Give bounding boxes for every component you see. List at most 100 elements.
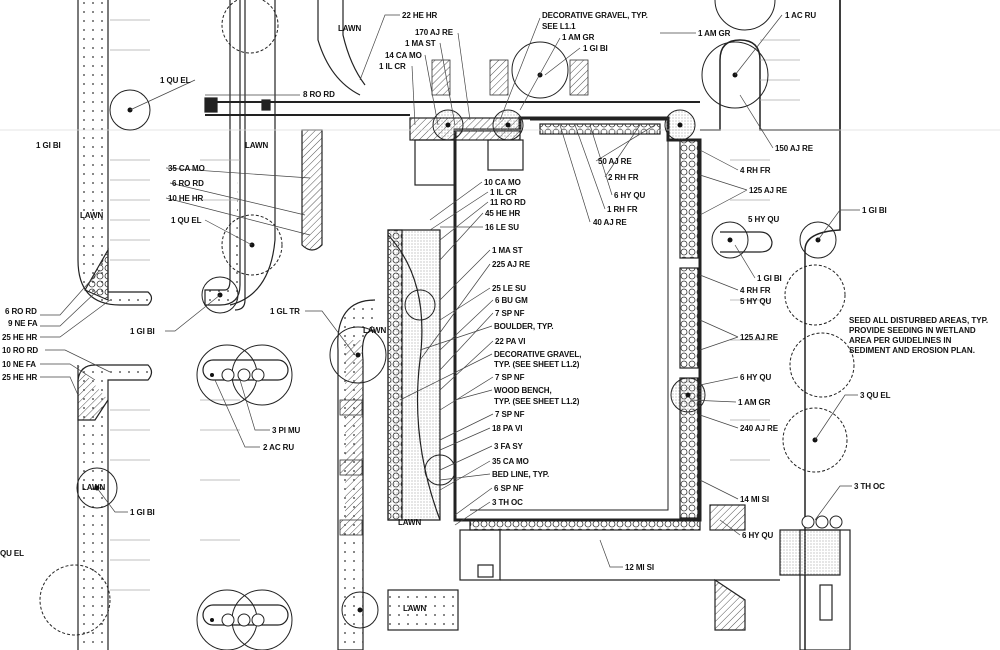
- tree-canopy: [701, 41, 769, 109]
- plant-label: 1 AM GR: [698, 29, 731, 38]
- plant-label: 1 RH FR: [607, 205, 638, 214]
- seed-note-line: SEED ALL DISTURBED AREAS, TYP.: [849, 316, 989, 325]
- plant-label: 3 QU EL: [860, 391, 891, 400]
- plant-label: 18 PA VI: [492, 424, 523, 433]
- tree-canopy: [799, 221, 837, 259]
- plant-label: 35 CA MO: [492, 457, 529, 466]
- plant-label: 7 SP NF: [495, 373, 525, 382]
- plant-label: 1 GI BI: [36, 141, 61, 150]
- plant-label: 2 AC RU: [263, 443, 295, 452]
- plant-label: 10 CA MO: [484, 178, 521, 187]
- tree-canopy: [424, 454, 456, 486]
- tree-canopy: [201, 276, 239, 314]
- plant-label: 225 AJ RE: [492, 260, 530, 269]
- tree-canopy: [784, 264, 846, 326]
- plant-label: 3 PI MU: [272, 426, 301, 435]
- callout-label: DECORATIVE GRAVEL,: [494, 350, 582, 359]
- tree-canopy: [511, 41, 569, 99]
- plant-label: 1 MA ST: [492, 246, 523, 255]
- callout-label: BED LINE, TYP.: [492, 470, 550, 479]
- plant-label: 7 SP NF: [495, 309, 525, 318]
- plant-label: 1 GL TR: [270, 307, 300, 316]
- tree-canopy: [221, 214, 283, 276]
- lawn-label: LAWN: [80, 211, 104, 220]
- plant-label: 45 HE HR: [485, 209, 521, 218]
- plant-label: 1 IL CR: [490, 188, 517, 197]
- tree-canopy: [341, 591, 379, 629]
- plant-label: 1 IL CR: [379, 62, 406, 71]
- tree-canopy: [404, 289, 436, 321]
- tree-canopy: [76, 467, 118, 509]
- tree-canopy: [711, 221, 749, 259]
- plant-label: 3 TH OC: [854, 482, 885, 491]
- tree-canopy: [782, 407, 848, 473]
- lawn-label: LAWN: [398, 518, 422, 527]
- lawn-label: LAWN: [245, 141, 269, 150]
- plant-label: 10 RO RD: [2, 346, 39, 355]
- plant-label: 25 HE HR: [2, 333, 38, 342]
- plant-label: 1 AM GR: [562, 33, 595, 42]
- lawn-label: LAWN: [363, 326, 387, 335]
- plant-label: 8 RO RD: [303, 90, 335, 99]
- lawn-island: [317, 0, 361, 96]
- plant-label: 1 GI BI: [862, 206, 887, 215]
- lawn-island: [205, 0, 245, 305]
- plant-label: 1 GI BI: [757, 274, 782, 283]
- plant-label: 11 RO RD: [490, 198, 526, 207]
- plant-label: 25 HE HR: [2, 373, 38, 382]
- seed-note-line: AREA PER GUIDELINES IN: [849, 336, 952, 345]
- plant-label: 22 HE HR: [402, 11, 438, 20]
- tree-canopy: [329, 326, 387, 384]
- plant-label: 12 MI SI: [625, 563, 654, 572]
- plant-label: QU EL: [0, 549, 24, 558]
- callout-label: TYP. (SEE SHEET L1.2): [494, 360, 580, 369]
- planting-bed: [679, 267, 699, 369]
- callout-label: DECORATIVE GRAVEL, TYP.: [542, 11, 648, 20]
- plant-label: 1 AM GR: [738, 398, 771, 407]
- plant-label: 10 HE HR: [168, 194, 204, 203]
- plant-label: 1 MA ST: [405, 39, 436, 48]
- plant-label: 6 BU GM: [495, 296, 528, 305]
- tree-canopy: [221, 0, 279, 54]
- planting-bed: [387, 229, 403, 521]
- lawn-label: LAWN: [403, 604, 427, 613]
- plant-label: 1 AC RU: [785, 11, 817, 20]
- plant-label: 4 RH FR: [740, 286, 771, 295]
- plant-label: 25 LE SU: [492, 284, 526, 293]
- callout-label: TYP. (SEE SHEET L1.2): [494, 397, 580, 406]
- plant-label: 1 GI BI: [130, 327, 155, 336]
- tree-canopy: [109, 89, 151, 131]
- planting-bed: [679, 139, 699, 259]
- plant-label: 170 AJ RE: [415, 28, 453, 37]
- plant-label: 6 RO RD: [5, 307, 37, 316]
- tree-canopy: [789, 332, 855, 398]
- tree-canopy: [714, 0, 776, 31]
- plant-label: 6 RO RD: [172, 179, 204, 188]
- plant-label: 35 CA MO: [168, 164, 205, 173]
- lawn-label: LAWN: [82, 483, 106, 492]
- seed-note: SEED ALL DISTURBED AREAS, TYP. PROVIDE S…: [849, 316, 988, 356]
- plant-label: 4 RH FR: [740, 166, 771, 175]
- plant-label: 5 HY QU: [748, 215, 780, 224]
- plant-label: 16 LE SU: [485, 223, 519, 232]
- planting-strip: [301, 129, 323, 251]
- lawn-label: LAWN: [338, 24, 362, 33]
- plant-label: 3 TH OC: [492, 498, 523, 507]
- planting-bed: [469, 519, 701, 531]
- plant-label: 9 NE FA: [8, 319, 38, 328]
- plant-label: 150 AJ RE: [775, 144, 813, 153]
- plant-label: 125 AJ RE: [740, 333, 778, 342]
- plant-label: 1 GI BI: [583, 44, 608, 53]
- callout-label: WOOD BENCH,: [494, 386, 552, 395]
- plant-label: 40 AJ RE: [593, 218, 627, 227]
- plant-label: 1 QU EL: [171, 216, 202, 225]
- plant-label: 10 NE FA: [2, 360, 36, 369]
- plant-label: 6 HY QU: [740, 373, 772, 382]
- planting-bed: [539, 123, 661, 135]
- plant-label: 7 SP NF: [495, 410, 525, 419]
- plant-label: 1 GI BI: [130, 508, 155, 517]
- plant-label: 22 PA VI: [495, 337, 526, 346]
- plant-label: 240 AJ RE: [740, 424, 778, 433]
